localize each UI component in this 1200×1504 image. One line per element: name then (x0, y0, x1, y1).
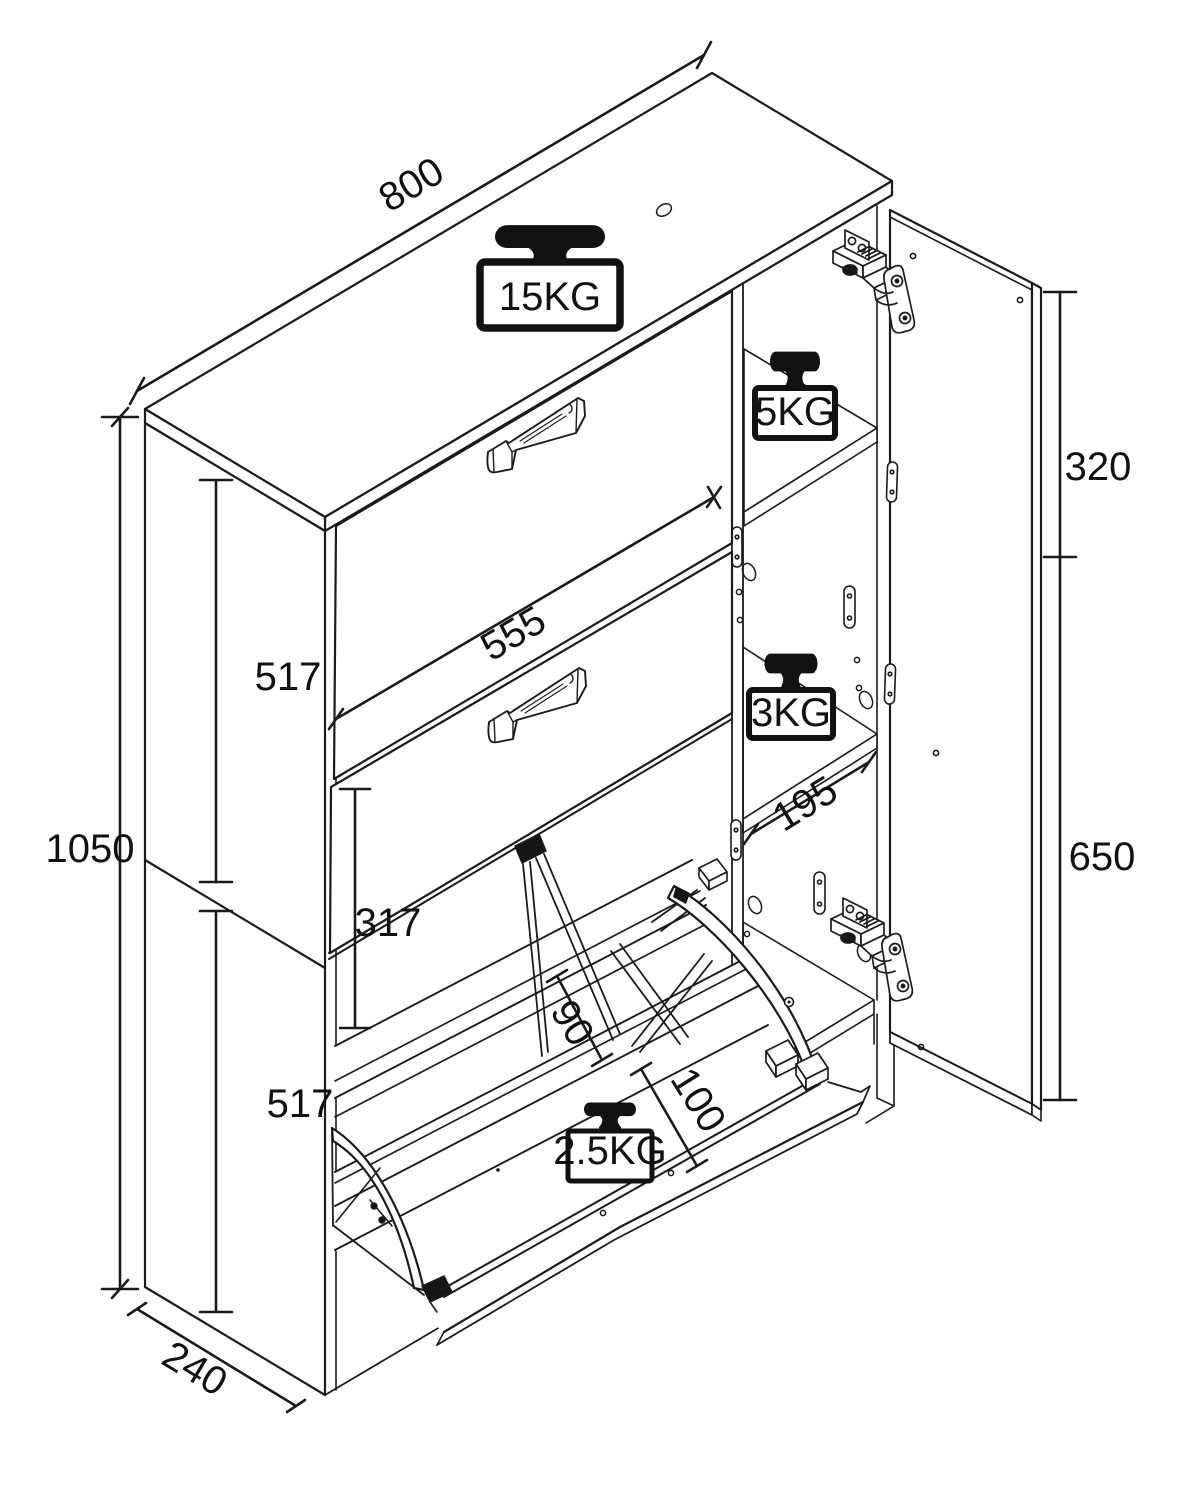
weight-label-15kg: 15KG (499, 275, 601, 319)
dim-label-1050: 1050 (46, 827, 135, 871)
dim-line-317 (338, 787, 372, 1030)
dim-line-517-upper (198, 478, 234, 884)
dim-label-800: 800 (371, 149, 451, 221)
left-side-panel (143, 421, 327, 1397)
dim-line-195 (742, 750, 878, 846)
dim-label-320: 320 (1065, 445, 1132, 489)
weight-label-3kg: 3KG (751, 691, 831, 735)
left-panel-joint-line (143, 858, 327, 970)
dim-line-517-lower (198, 909, 234, 1314)
truss-block-left (514, 833, 547, 864)
dim-label-517-lower: 517 (267, 1082, 334, 1126)
dim-line-1050 (100, 406, 140, 1300)
weight-icon-3kg: 3KG (746, 653, 836, 741)
dim-label-240: 240 (155, 1333, 235, 1405)
latch-feet (765, 1039, 829, 1091)
weight-label-5kg: 5KG (755, 390, 835, 434)
dim-label-650: 650 (1069, 835, 1136, 879)
drawer-handle-2[interactable] (487, 667, 587, 744)
weight-icon-5kg: 5KG (752, 351, 838, 441)
truss-struts (522, 853, 713, 1057)
dim-line-240 (126, 1301, 307, 1414)
right-arm-hub (673, 886, 690, 904)
dim-line-100 (629, 1061, 709, 1174)
flap-bottom-edge (442, 1100, 865, 1334)
weight-icon-15kg: 15KG (476, 225, 624, 332)
shoe-board-upper (334, 859, 707, 1099)
flap-thickness-edge (436, 1101, 864, 1346)
top-panel-cam-hole (655, 202, 673, 218)
cabinet-door[interactable] (883, 208, 1043, 1122)
dim-line-800 (128, 40, 713, 406)
door-bottom-cap (1031, 1103, 1042, 1122)
flap-fold-line (334, 920, 713, 1118)
hinge-upper (832, 229, 916, 334)
load-rating-icons: 15KG 5KG 3KG 2.5KG (476, 225, 838, 1184)
drawer-handle-1[interactable] (486, 397, 586, 474)
weight-icon-2point5kg: 2.5KG (553, 1102, 667, 1184)
flap-left-join (436, 1331, 445, 1346)
dimension-lines (100, 40, 1078, 1414)
door-top-edge-inner (889, 216, 1033, 291)
flip-drawer-front-1[interactable] (332, 289, 734, 781)
left-pivot-arm (330, 1126, 453, 1313)
back-panel-holes (735, 562, 874, 966)
door-inner-details (883, 252, 1024, 1051)
dim-line-555 (327, 485, 723, 731)
flap-corner-cap (827, 1081, 871, 1103)
plinth-right-corner (865, 1013, 895, 1124)
dim-label-317: 317 (355, 901, 422, 945)
door-face (888, 208, 1034, 1106)
dim-label-517-upper: 517 (255, 655, 322, 699)
dim-line-650 (1042, 555, 1078, 1102)
dim-line-90 (545, 968, 614, 1068)
weight-label-2point5kg: 2.5KG (553, 1129, 666, 1173)
truss-block-right (698, 858, 728, 891)
flip-drawer-front-2[interactable] (328, 550, 734, 955)
divider-pin-slots (730, 526, 743, 861)
shoe-board-lower (334, 958, 769, 1251)
door-edge (1030, 281, 1043, 1112)
hinge-lower (830, 897, 914, 1002)
dim-line-320 (1042, 290, 1078, 559)
shelf-pin-slots (813, 585, 856, 915)
